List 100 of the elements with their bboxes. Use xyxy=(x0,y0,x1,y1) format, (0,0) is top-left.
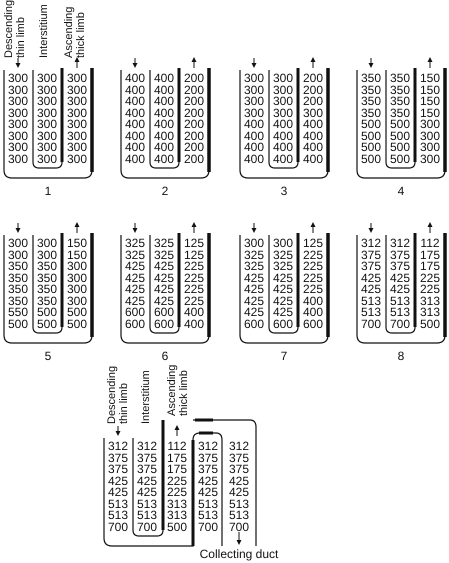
concentration-value: 513 xyxy=(360,294,382,306)
concentration-value: 400 xyxy=(302,118,324,130)
concentration-value: 425 xyxy=(388,272,412,284)
concentration-value: 300 xyxy=(272,237,294,249)
concentration-value: 425 xyxy=(272,294,294,306)
concentration-value: 300 xyxy=(36,72,58,84)
concentration-value: 200 xyxy=(182,118,206,130)
concentration-value: 513 xyxy=(360,306,382,318)
concentration-value: 400 xyxy=(124,118,146,130)
concentration-value: 400 xyxy=(242,152,266,164)
concentration-value: 225 xyxy=(182,283,206,295)
concentration-value: 425 xyxy=(124,294,146,306)
concentration-value: 375 xyxy=(388,260,412,272)
concentration-value: 350 xyxy=(360,106,382,118)
concentration-value: 313 xyxy=(166,498,188,510)
concentration-value: 600 xyxy=(242,318,266,330)
concentration-value: 400 xyxy=(124,106,146,118)
concentration-value: 300 xyxy=(36,141,58,153)
concentration-value: 300 xyxy=(302,106,324,118)
concentration-value: 200 xyxy=(302,95,324,107)
concentration-value: 150 xyxy=(418,72,442,84)
concentration-value: 300 xyxy=(242,95,266,107)
concentration-value: 425 xyxy=(360,283,382,295)
column-heading: Descending thin limb xyxy=(106,364,131,424)
concentration-value: 300 xyxy=(272,95,294,107)
concentration-value: 325 xyxy=(124,248,146,260)
concentration-value: 125 xyxy=(302,237,324,249)
concentration-value: 375 xyxy=(106,452,130,464)
concentration-value: 313 xyxy=(166,509,188,521)
concentration-value: 425 xyxy=(136,486,158,498)
concentration-value: 400 xyxy=(124,141,146,153)
concentration-value: 513 xyxy=(228,498,250,510)
concentration-value: 400 xyxy=(272,118,294,130)
concentration-value: 425 xyxy=(360,272,382,284)
concentration-value: 500 xyxy=(388,141,412,153)
concentration-value: 200 xyxy=(302,84,324,96)
concentration-value: 350 xyxy=(6,272,30,284)
concentration-value: 700 xyxy=(360,318,382,330)
column-heading: Ascending thick limb xyxy=(166,364,191,416)
concentration-value: 425 xyxy=(196,474,220,486)
concentration-value: 425 xyxy=(272,283,294,295)
concentration-value: 400 xyxy=(272,141,294,153)
concentration-value: 300 xyxy=(36,237,58,249)
concentration-value: 425 xyxy=(106,486,130,498)
concentration-value: 300 xyxy=(418,130,442,142)
concentration-value: 400 xyxy=(152,84,176,96)
concentration-value: 300 xyxy=(242,84,266,96)
concentration-value: 112 xyxy=(166,440,188,452)
panel-number: 2 xyxy=(160,184,170,198)
concentration-value: 300 xyxy=(242,237,266,249)
concentration-value: 375 xyxy=(388,248,412,260)
concentration-value: 700 xyxy=(388,318,412,330)
column-heading: Ascending thick limb xyxy=(63,6,88,58)
concentration-value: 300 xyxy=(6,72,30,84)
concentration-value: 300 xyxy=(66,130,88,142)
concentration-value: 513 xyxy=(196,509,220,521)
concentration-value: 400 xyxy=(124,72,146,84)
concentration-value: 700 xyxy=(228,520,250,532)
concentration-value: 225 xyxy=(302,272,324,284)
concentration-value: 425 xyxy=(272,272,294,284)
concentration-value: 225 xyxy=(302,248,324,260)
concentration-value: 225 xyxy=(418,283,442,295)
concentration-value: 313 xyxy=(418,306,442,318)
concentration-value: 150 xyxy=(418,95,442,107)
concentration-value: 400 xyxy=(242,130,266,142)
concentration-value: 375 xyxy=(196,452,220,464)
concentration-value: 400 xyxy=(124,130,146,142)
concentration-value: 225 xyxy=(182,260,206,272)
concentration-value: 150 xyxy=(66,237,88,249)
concentration-value: 425 xyxy=(152,294,176,306)
concentration-value: 200 xyxy=(182,95,206,107)
concentration-value: 400 xyxy=(152,106,176,118)
concentration-value: 500 xyxy=(360,141,382,153)
concentration-value: 600 xyxy=(152,306,176,318)
concentration-value: 513 xyxy=(388,306,412,318)
concentration-value: 312 xyxy=(196,440,220,452)
concentration-value: 300 xyxy=(36,130,58,142)
concentration-value: 375 xyxy=(360,248,382,260)
concentration-value: 225 xyxy=(302,283,324,295)
concentration-value: 600 xyxy=(124,318,146,330)
concentration-value: 513 xyxy=(228,509,250,521)
concentration-value: 500 xyxy=(360,152,382,164)
concentration-value: 350 xyxy=(360,72,382,84)
concentration-value: 350 xyxy=(388,95,412,107)
concentration-value: 300 xyxy=(66,72,88,84)
concentration-value: 350 xyxy=(6,260,30,272)
concentration-value: 300 xyxy=(6,118,30,130)
concentration-value: 350 xyxy=(388,72,412,84)
concentration-value: 325 xyxy=(152,237,176,249)
concentration-value: 425 xyxy=(242,272,266,284)
concentration-value: 400 xyxy=(152,141,176,153)
concentration-value: 300 xyxy=(6,237,30,249)
concentration-value: 513 xyxy=(106,498,130,510)
concentration-value: 425 xyxy=(228,474,250,486)
concentration-value: 500 xyxy=(36,306,58,318)
concentration-value: 312 xyxy=(106,440,130,452)
concentration-value: 400 xyxy=(302,306,324,318)
concentration-value: 125 xyxy=(182,248,206,260)
concentration-value: 325 xyxy=(152,248,176,260)
concentration-value: 500 xyxy=(166,520,188,532)
